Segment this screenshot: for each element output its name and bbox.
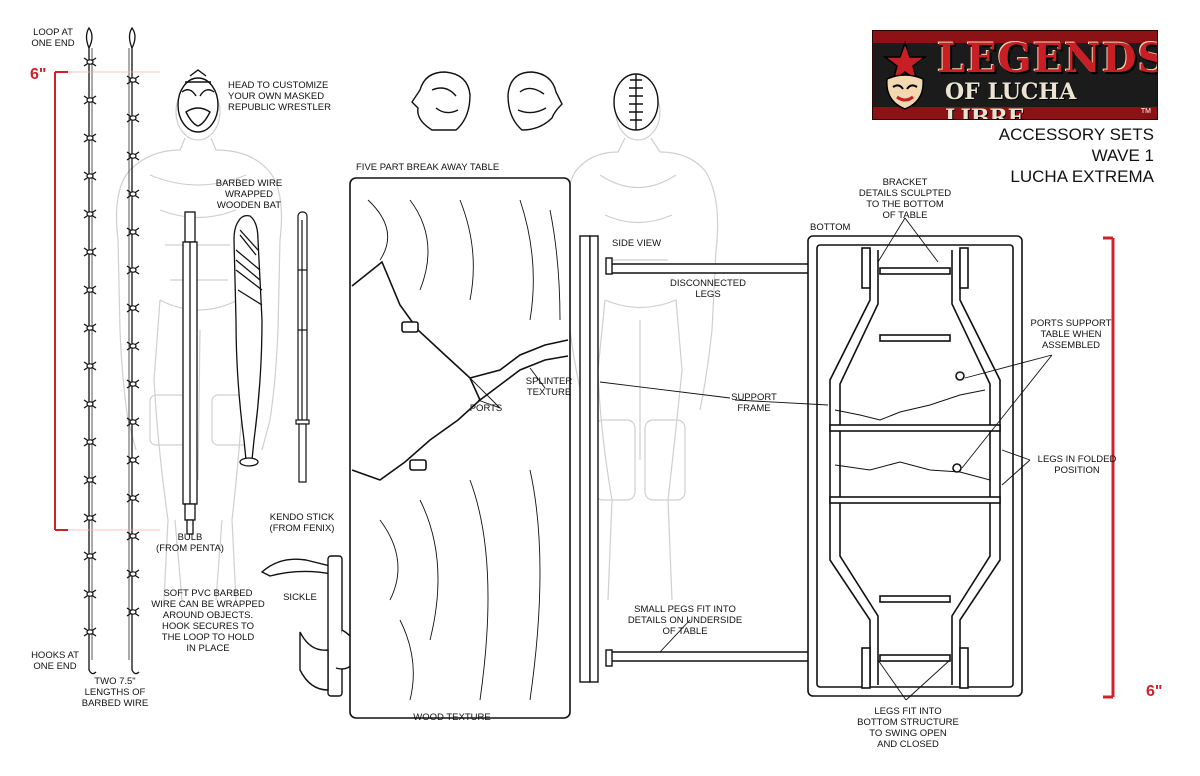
label-legs-fit: LEGS FIT INTO BOTTOM STRUCTURE TO SWING …: [857, 706, 959, 750]
barb-knot: [83, 95, 97, 105]
barb-knot: [83, 589, 97, 599]
label-legs-folded: LEGS IN FOLDED POSITION: [1037, 454, 1117, 476]
sheet-title-1: ACCESSORY SETS: [998, 125, 1154, 144]
measure-right-label: 6": [1146, 683, 1163, 700]
leader-lines: [469, 217, 1053, 701]
mask-head-profile-left: [507, 71, 563, 131]
measure-bracket-left: [54, 71, 160, 531]
barb-knot: [83, 133, 97, 143]
logo-subtitle: OF LUCHA LIBRE: [945, 79, 1077, 120]
barb-knot: [83, 171, 97, 181]
barb-knot: [83, 285, 97, 295]
label-bracket: BRACKET DETAILS SCULPTED TO THE BOTTOM O…: [858, 177, 952, 221]
label-hooks-at-one-end: HOOKS AT ONE END: [31, 650, 79, 672]
label-barbed-bat: BARBED WIRE WRAPPED WOODEN BAT: [215, 178, 283, 211]
barb-knot: [83, 551, 97, 561]
barb-knot: [83, 513, 97, 523]
barb-knot: [83, 475, 97, 485]
label-five-part-table: FIVE PART BREAK AWAY TABLE: [356, 162, 500, 173]
table-side-view: [579, 235, 811, 683]
label-loop-at-one-end: LOOP AT ONE END: [31, 27, 75, 49]
brand-logo: LEGENDS OF LUCHA LIBRE TM: [872, 30, 1158, 120]
label-sickle: SICKLE: [283, 592, 317, 603]
mask-star-icon: [882, 41, 928, 110]
barb-knot: [83, 361, 97, 371]
sheet-title-2: WAVE 1: [1091, 146, 1154, 165]
label-ports-support: PORTS SUPPORT TABLE WHEN ASSEMBLED: [1030, 318, 1112, 351]
logo-trademark: TM: [1140, 108, 1151, 115]
label-bottom: BOTTOM: [810, 222, 851, 233]
mask-head-front: [177, 69, 219, 133]
label-two-lengths: TWO 7.5" LENGTHS OF BARBED WIRE: [81, 676, 149, 709]
barb-knot: [83, 627, 97, 637]
sickle: [260, 555, 358, 697]
barb-knot: [83, 247, 97, 257]
kendo-stick: [295, 211, 310, 483]
table-top: [349, 177, 571, 719]
label-side-view: SIDE VIEW: [612, 238, 662, 249]
label-support-frame: SUPPORT FRAME: [731, 392, 777, 414]
table-bottom-view: [807, 235, 1023, 697]
label-disconnected-legs: DISCONNECTED LEGS: [669, 278, 746, 300]
label-splinter: SPLINTER TEXTURE: [525, 376, 573, 398]
label-bulb: BULB (FROM PENTA): [156, 532, 224, 554]
barbed-bat: [233, 214, 263, 467]
label-head-customize: HEAD TO CUSTOMIZE YOUR OWN MASKED REPUBL…: [228, 80, 331, 113]
label-kendo: KENDO STICK (FROM FENIX): [269, 512, 335, 534]
measure-left-label: 6": [30, 66, 47, 83]
label-soft-pvc: SOFT PVC BARBED WIRE CAN BE WRAPPED AROU…: [151, 588, 265, 654]
sheet-title-3: LUCHA EXTREMA: [1010, 167, 1154, 186]
measure-bracket-right: [1103, 236, 1115, 699]
label-small-pegs: SMALL PEGS FIT INTO DETAILS ON UNDERSIDE…: [627, 604, 743, 637]
mask-head-back: [613, 73, 659, 131]
label-wood-texture: WOOD TEXTURE: [413, 712, 491, 723]
logo-title: LEGENDS: [937, 35, 1158, 82]
barb-knot: [83, 323, 97, 333]
barbed-wire-strands: [85, 26, 140, 675]
barb-knot: [83, 57, 97, 67]
barb-knot: [83, 399, 97, 409]
label-ports: PORTS: [469, 403, 503, 414]
barb-knot: [83, 437, 97, 447]
barb-knot: [83, 209, 97, 219]
bulb: [182, 211, 198, 535]
mask-head-profile-right: [411, 71, 471, 131]
